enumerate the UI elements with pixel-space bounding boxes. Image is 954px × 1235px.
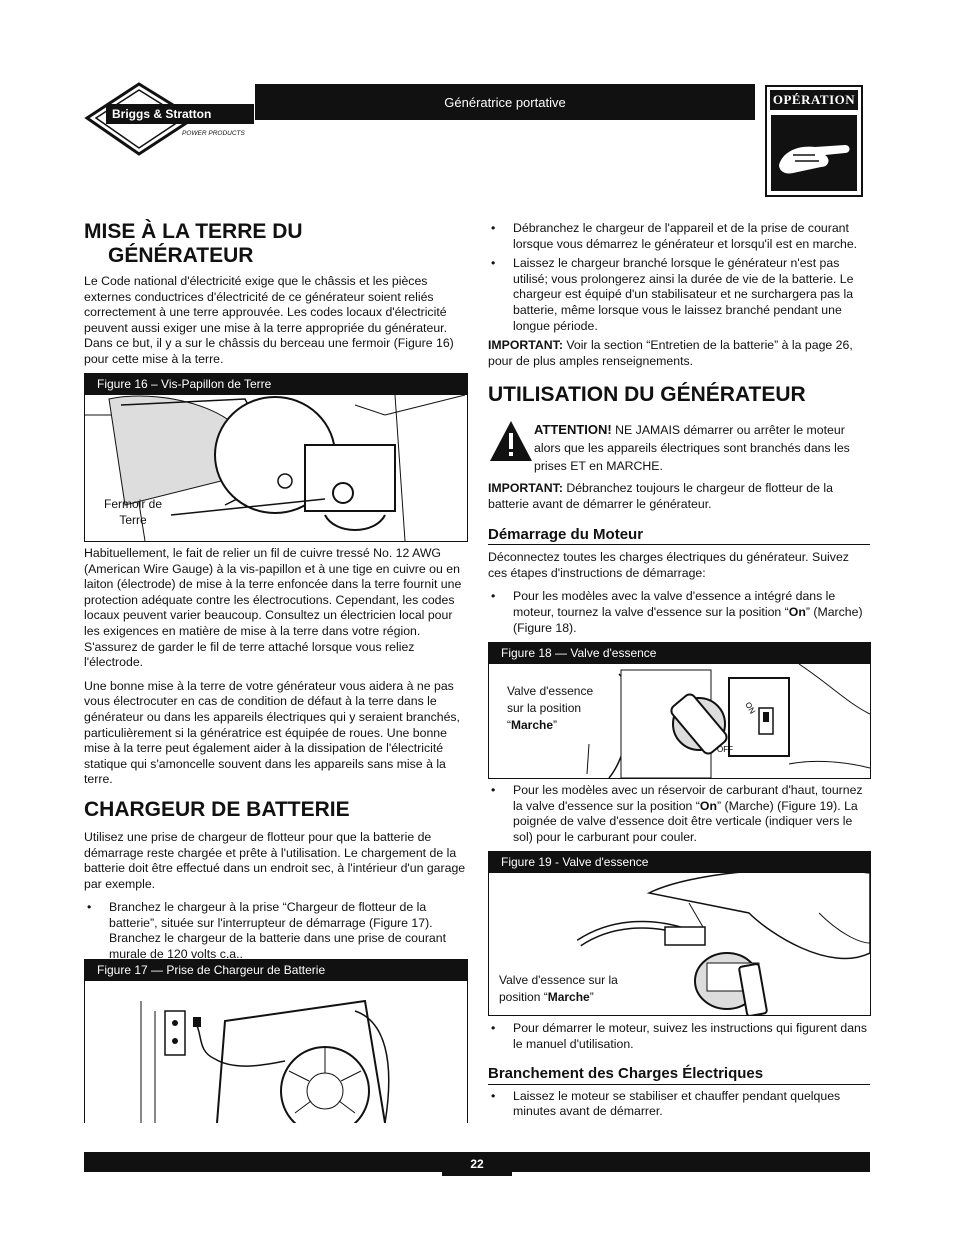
bullet-unplug-text: Débranchez le chargeur de l'appareil et … [513,221,858,251]
attention-label: ATTENTION! [534,422,612,438]
left-column-continued: Habituellement, le fait de relier un fil… [84,546,466,967]
important-text: Voir la section “Entretien de la batteri… [488,338,853,368]
heading-ground-line1: MISE À LA TERRE DU [84,220,303,243]
paragraph-battery: Utilisez une prise de chargeur de flotte… [84,829,466,891]
attention-text: NE JAMAIS démarrer ou arrêter le moteur … [534,423,850,474]
paragraph-ground-2: Habituellement, le fait de relier un fil… [84,546,462,670]
figure-19-label: Valve d'essence sur la position “Marche” [499,972,618,1006]
heading-use: UTILISATION DU GÉNÉRATEUR [488,383,806,407]
attention-text-block: ATTENTION! NE JAMAIS démarrer ou arrêter… [534,421,870,475]
figure-17: Figure 17 — Prise de Chargeur de Batteri… [84,959,468,1123]
figure-18-label-line3: “Marche” [507,718,558,732]
figure-18-label-line1: Valve d'essence [507,684,594,698]
heading-ground-line2: GÉNÉRATEUR [108,244,254,267]
list-item: •Branchez le chargeur à la prise “Charge… [84,900,466,962]
figure-19-illustration [576,868,870,1015]
warning-triangle-icon [490,421,532,462]
figure-18-label: Valve d'essence sur la position “Marche” [507,683,593,734]
attention-block: ATTENTION! NE JAMAIS démarrer ou arrêter… [488,421,870,475]
figure-16-illustration [85,394,466,541]
bullet-top-tank-text: Pour les modèles avec un réservoir de ca… [513,783,863,844]
operation-badge-label: OPÉRATION [770,90,858,110]
page-number: 22 [442,1152,512,1176]
right-column-mid: •Pour les modèles avec un réservoir de c… [488,783,870,849]
paragraph-start: Déconnectez toutes les charges électriqu… [488,550,849,580]
logo-brand-text: Briggs & Stratton [112,107,211,121]
list-item: •Pour les modèles avec un réservoir de c… [488,783,870,845]
figure-16: Figure 16 – Vis-Papillon de Terre Fermoi… [84,373,468,542]
figure-16-label: Fermoir de Terre [101,496,165,528]
important-text-2: Débranchez toujours le chargeur de flott… [488,481,833,511]
heading-ground: MISE À LA TERRE DU GÉNÉRATEUR [84,220,466,268]
list-item: •Laissez le moteur se stabiliser et chau… [488,1089,870,1120]
figure-19-label-line2: position “Marche” [499,990,594,1004]
paragraph-ground-1: Le Code national d'électricité exige que… [84,274,454,366]
important-label: IMPORTANT: [488,338,563,353]
figure-16-label-line1: Fermoir de [103,497,162,511]
figure-19-label-line1: Valve d'essence sur la [499,973,618,987]
bullet-fuel-valve-text: Pour les modèles avec la valve d'essence… [513,589,863,635]
figure-19: Figure 19 - Valve d'essence Valve d'esse… [488,851,871,1016]
heading-loads: Branchement des Charges Électriques [488,1066,870,1085]
important-label-2: IMPORTANT: [488,481,563,496]
right-column-bottom: •Pour démarrer le moteur, suivez les ins… [488,1021,870,1124]
bullet-warmup-text: Laissez le moteur se stabiliser et chauf… [513,1088,841,1119]
heading-start: Démarrage du Moteur [488,526,870,546]
figure-16-label-line2: Terre [119,513,147,527]
figure-16-caption: Figure 16 – Vis-Papillon de Terre [85,374,467,395]
fig18-off-text: OFF [717,745,733,754]
heading-battery: CHARGEUR DE BATTERIE [84,797,350,821]
bullet-start-engine-text: Pour démarrer le moteur, suivez les inst… [513,1021,868,1051]
figure-18-caption: Figure 18 — Valve d'essence [489,643,870,664]
hand-pointing-icon [771,115,857,191]
important-note-2: IMPORTANT: Débranchez toujours le charge… [488,481,870,512]
important-note-1: IMPORTANT: Voir la section “Entretien de… [488,338,870,369]
list-item: •Pour les modèles avec la valve d'essenc… [488,589,870,636]
right-column: •Débranchez le chargeur de l'appareil et… [488,221,870,640]
bullet-battery-text: Branchez le chargeur à la prise “Chargeu… [109,900,447,962]
list-item: •Laissez le chargeur branché lorsque le … [488,256,870,334]
figure-18-illustration: ON OFF [586,663,870,778]
list-item: •Débranchez le chargeur de l'appareil et… [488,221,870,252]
figure-17-caption: Figure 17 — Prise de Chargeur de Batteri… [85,960,467,981]
paragraph-ground-3: Une bonne mise à la terre de votre génér… [84,678,460,787]
figure-18-label-line2: sur la position [507,701,582,715]
logo-sub-text: POWER PRODUCTS [182,130,246,137]
figure-17-illustration [140,999,390,1123]
operation-badge: OPÉRATION [765,85,863,197]
header-bar: Génératrice portative [255,84,755,120]
figure-19-caption: Figure 19 - Valve d'essence [489,852,870,873]
list-item: •Pour démarrer le moteur, suivez les ins… [488,1021,870,1052]
left-column: MISE À LA TERRE DU GÉNÉRATEUR Le Code na… [84,220,466,376]
header-title: Génératrice portative [444,94,566,110]
briggs-stratton-logo: Briggs & Stratton POWER PRODUCTS [84,80,254,160]
figure-18: Figure 18 — Valve d'essence ON OFF Valve… [488,642,871,779]
bullet-leave-plugged-text: Laissez le chargeur branché lorsque le g… [513,256,854,333]
